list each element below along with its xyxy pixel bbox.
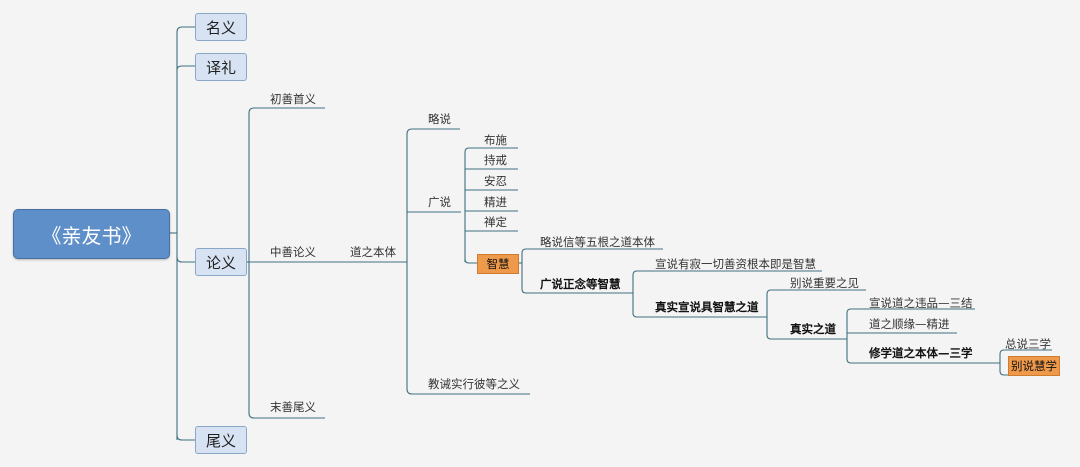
node-bie-shuo-zhong-yao[interactable]: 别说重要之见	[790, 276, 859, 290]
node-guang-shuo-zheng-nian[interactable]: 广说正念等智慧	[540, 277, 621, 291]
root-node[interactable]: 《亲友书》	[13, 209, 170, 259]
connector-ming-yi	[176, 26, 195, 33]
node-bie-shuo-hui-xue-highlighted[interactable]: 别说慧学	[1008, 356, 1060, 376]
connector-xuan-shuo	[632, 270, 822, 276]
node-zhen-shi-xuan-shuo[interactable]: 真实宣说具智慧之道	[655, 300, 759, 314]
connector-lve-shuo	[406, 128, 460, 135]
connector-zong-shuo	[999, 349, 1052, 355]
connector-bie-hui-xue	[999, 370, 1008, 376]
node-chi-jie[interactable]: 持戒	[484, 153, 507, 167]
connector-mo-shan	[248, 412, 325, 419]
connector-bu-shi	[464, 147, 518, 153]
node-xuan-shuo-wei-pin[interactable]: 宣说道之违品—三结	[869, 296, 973, 310]
node-bu-shi[interactable]: 布施	[484, 133, 507, 147]
node-zhong-shan-lun-yi[interactable]: 中善论义	[270, 245, 316, 259]
branch-ming-yi[interactable]: 名义	[195, 13, 247, 41]
node-jiao-jie-shi-xing[interactable]: 教诫实行彼等之义	[428, 377, 520, 391]
connector-lve-shuo-xin	[521, 248, 663, 254]
node-zhi-hui-highlighted[interactable]: 智慧	[477, 254, 519, 274]
node-guang-shuo[interactable]: 广说	[428, 195, 451, 209]
node-dao-zhi-shun-yuan[interactable]: 道之顺缘—精进	[869, 317, 950, 331]
connector-yi-li	[176, 65, 195, 71]
node-an-ren[interactable]: 安忍	[484, 174, 507, 188]
connector-zhen-shi-xuan	[632, 312, 767, 318]
branch-yi-li[interactable]: 译礼	[195, 53, 247, 81]
branch-wei-yi[interactable]: 尾义	[195, 426, 247, 454]
node-zhen-shi-zhi-dao[interactable]: 真实之道	[790, 322, 836, 336]
connector-guang-zheng-nian	[521, 288, 633, 294]
node-mo-shan-wei-yi[interactable]: 末善尾义	[270, 400, 316, 414]
connector-zhi-hui	[464, 258, 477, 264]
node-lve-shuo-wu-gen[interactable]: 略说信等五根之道本体	[540, 235, 655, 249]
connector-lun-yi	[176, 256, 195, 263]
connector-jiao-jie	[406, 388, 530, 395]
node-lve-shuo[interactable]: 略说	[428, 112, 451, 126]
connector-wei-yi	[176, 434, 195, 441]
node-chan-ding[interactable]: 禅定	[484, 215, 507, 229]
branch-lun-yi[interactable]: 论义	[195, 248, 247, 276]
node-chu-shan-shou-yi[interactable]: 初善首义	[270, 92, 316, 106]
connector-chu-shan	[248, 107, 325, 114]
connector-bie-shuo-zhong	[766, 289, 866, 295]
connector-xuan-wei-pin	[846, 308, 975, 314]
connector-zhen-shi-dao	[766, 334, 847, 340]
node-zong-shuo-san-xue[interactable]: 总说三学	[1005, 337, 1051, 351]
node-dao-zhi-ben-ti[interactable]: 道之本体	[350, 245, 396, 259]
node-xiu-xue-san-xue[interactable]: 修学道之本体—三学	[869, 346, 973, 360]
connector-xiu-xue	[846, 358, 1000, 364]
node-jing-jin[interactable]: 精进	[484, 195, 507, 209]
node-xuan-shuo-you-ji[interactable]: 宣说有寂一切善资根本即是智慧	[655, 257, 816, 271]
